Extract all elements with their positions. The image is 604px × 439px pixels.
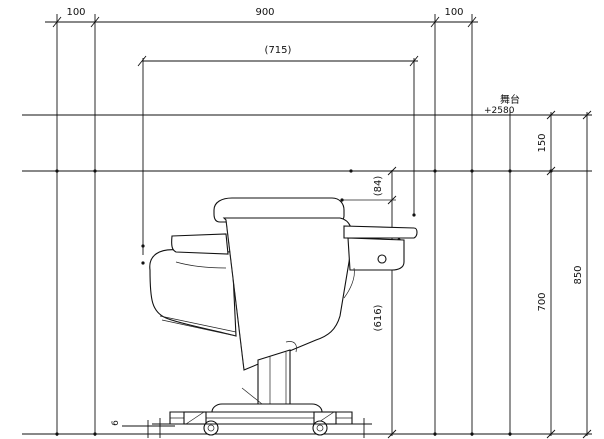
- stage-label: 舞台: [500, 93, 520, 106]
- dim-label-100-right: 100: [444, 7, 463, 18]
- chair-top-pad: [213, 197, 345, 223]
- dim-label-850: 850: [573, 265, 584, 284]
- chair-wheel-left: [203, 420, 219, 436]
- chair-base: [211, 403, 323, 413]
- inner-width-dimension: (715): [137, 45, 419, 265]
- chair-armrest-right-body: [347, 237, 405, 271]
- dim-label-900: 900: [255, 7, 274, 18]
- chair-armrest-knob: [377, 254, 387, 264]
- chair-column: [257, 349, 291, 411]
- chair-wheel-right: [312, 420, 328, 436]
- dim-label-84: (84): [373, 176, 384, 197]
- dim-label-150: 150: [537, 133, 548, 152]
- right-dimension-group: 150 700 850: [537, 110, 592, 439]
- dim-label-700: 700: [537, 292, 548, 311]
- dim-label-6: 6: [111, 420, 121, 426]
- bottom-dimension-6: 6: [111, 420, 175, 438]
- chair-side-panel: [222, 217, 354, 371]
- inner-vertical-dimensions: (84) (616): [340, 166, 401, 439]
- stage-label-group: 舞台 +2580: [484, 93, 520, 116]
- full-height-verticals: [56, 110, 511, 436]
- stage-level-label: +2580: [484, 106, 515, 116]
- level-lines: [22, 114, 592, 436]
- chair: [149, 197, 418, 438]
- top-dimension-group: 100 900 100: [45, 7, 478, 160]
- chair-armrest-left: [171, 233, 229, 255]
- dim-label-616: (616): [373, 304, 384, 331]
- chair-seat-cushion: [149, 249, 237, 337]
- dim-label-715: (715): [265, 45, 292, 56]
- dim-label-100-left: 100: [66, 7, 85, 18]
- chair-armrest-right: [343, 225, 418, 239]
